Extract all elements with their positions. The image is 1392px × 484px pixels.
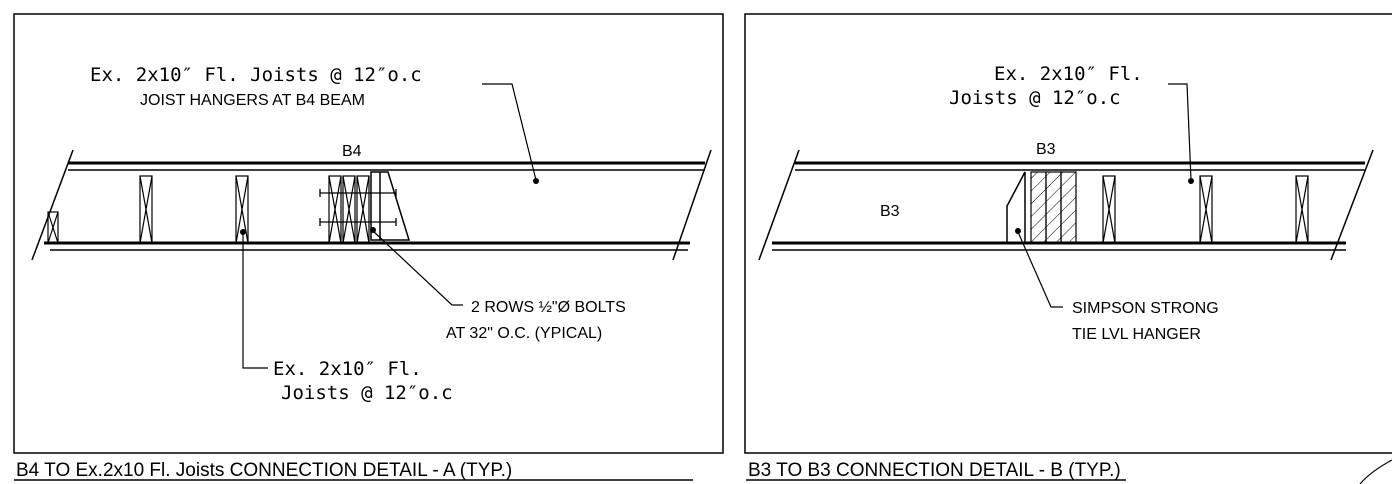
beam-label-b4: B4 (342, 143, 362, 160)
bolts (319, 189, 397, 226)
leader-dot (1015, 228, 1021, 234)
leader-dot (240, 229, 246, 235)
corner-mark (1359, 459, 1392, 484)
lvl-plies (1030, 171, 1077, 244)
leader-dot (1188, 178, 1194, 184)
hanger-note-line1: SIMPSON STRONG (1072, 300, 1219, 317)
detail-a-labels: Ex. 2x10″ Fl. Joists @ 12″o.c JOIST HANG… (14, 64, 693, 481)
leader-dot (370, 227, 376, 233)
detail-a-frame (13, 13, 724, 454)
joists-note-line1: Ex. 2x10″ Fl. (273, 358, 422, 380)
beam-label-b3-top: B3 (1036, 141, 1056, 158)
detail-b-title: B3 TO B3 CONNECTION DETAIL - B (TYP.) (748, 460, 1121, 481)
joist-blocking-b (1102, 175, 1309, 244)
beam-label-b3-left: B3 (880, 203, 900, 220)
bolts-note-line1: 2 ROWS ½"Ø BOLTS (471, 299, 626, 316)
detail-a-title: B4 TO Ex.2x10 Fl. Joists CONNECTION DETA… (16, 460, 512, 481)
detail-b-callout-line1: Ex. 2x10″ Fl. (994, 63, 1143, 85)
detail-b-frame (744, 13, 1392, 454)
lvl-hanger (1006, 171, 1026, 244)
detail-a (13, 13, 724, 454)
detail-b-labels: Ex. 2x10″ Fl. Joists @ 12″o.c B3 B3 SIMP… (746, 63, 1219, 481)
leader-lines-b (1017, 83, 1192, 308)
detail-a-callout-top: Ex. 2x10″ Fl. Joists @ 12″o.c (90, 64, 422, 86)
joists-note-line2: Joists @ 12″o.c (281, 382, 453, 404)
joist-blocking (47, 175, 370, 244)
leader-dot (533, 178, 539, 184)
hanger-note-line2: TIE LVL HANGER (1072, 326, 1201, 343)
detail-b (744, 13, 1392, 484)
detail-a-callout-sub: JOIST HANGERS AT B4 BEAM (140, 92, 365, 109)
bolts-note-line2: AT 32" O.C. (YPICAL) (446, 325, 602, 342)
detail-b-callout-line2: Joists @ 12″o.c (949, 87, 1121, 109)
hanger-plate (370, 171, 411, 241)
leader-lines-a (242, 83, 537, 369)
